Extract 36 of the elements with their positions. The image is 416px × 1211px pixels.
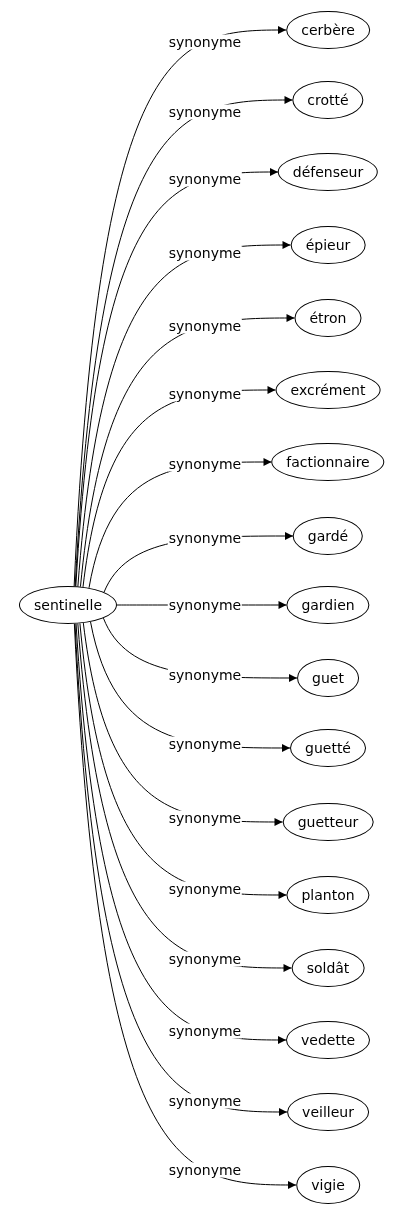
word-ellipse: défenseur	[277, 153, 379, 191]
word-ellipse: cerbère	[286, 11, 370, 49]
word-ellipse: vigie	[296, 1166, 360, 1204]
arrow	[75, 623, 287, 1044]
word-ellipse: guetté	[290, 729, 366, 767]
edge-label: synonyme	[167, 1093, 243, 1109]
edge-label: synonyme	[167, 951, 243, 967]
arrow	[74, 623, 288, 1116]
word-ellipse: soldât	[291, 949, 365, 987]
edge-label: synonyme	[167, 1023, 243, 1039]
edge-label: synonyme	[167, 667, 243, 683]
word-ellipse: gardé	[292, 517, 364, 555]
edge-label: synonyme	[167, 171, 243, 187]
word-ellipse: planton	[286, 876, 370, 914]
arrow	[73, 623, 297, 1189]
word-ellipse: vedette	[286, 1021, 370, 1059]
edge-label: synonyme	[167, 1162, 243, 1178]
word-ellipse: veilleur	[287, 1093, 369, 1131]
edge-label: synonyme	[167, 318, 243, 333]
edge-label: synonyme	[167, 881, 243, 897]
edge-label: synonyme	[167, 810, 243, 826]
word-ellipse: étron	[294, 299, 362, 337]
arrow	[75, 168, 279, 587]
word-ellipse: sentinelle	[19, 586, 117, 624]
word-ellipse: crotté	[292, 81, 364, 119]
word-ellipse: gardien	[286, 586, 370, 624]
edge-label: synonyme	[167, 386, 243, 402]
word-ellipse: guetteur	[282, 803, 374, 841]
word-ellipse: épieur	[290, 226, 366, 264]
edge-label: synonyme	[167, 34, 243, 50]
word-ellipse: excrément	[275, 371, 381, 409]
edge-label: synonyme	[167, 104, 243, 120]
word-ellipse: factionnaire	[271, 443, 385, 481]
word-ellipse: guet	[297, 659, 359, 697]
edge-label: synonyme	[167, 736, 243, 752]
edge-label: synonyme	[167, 245, 243, 261]
